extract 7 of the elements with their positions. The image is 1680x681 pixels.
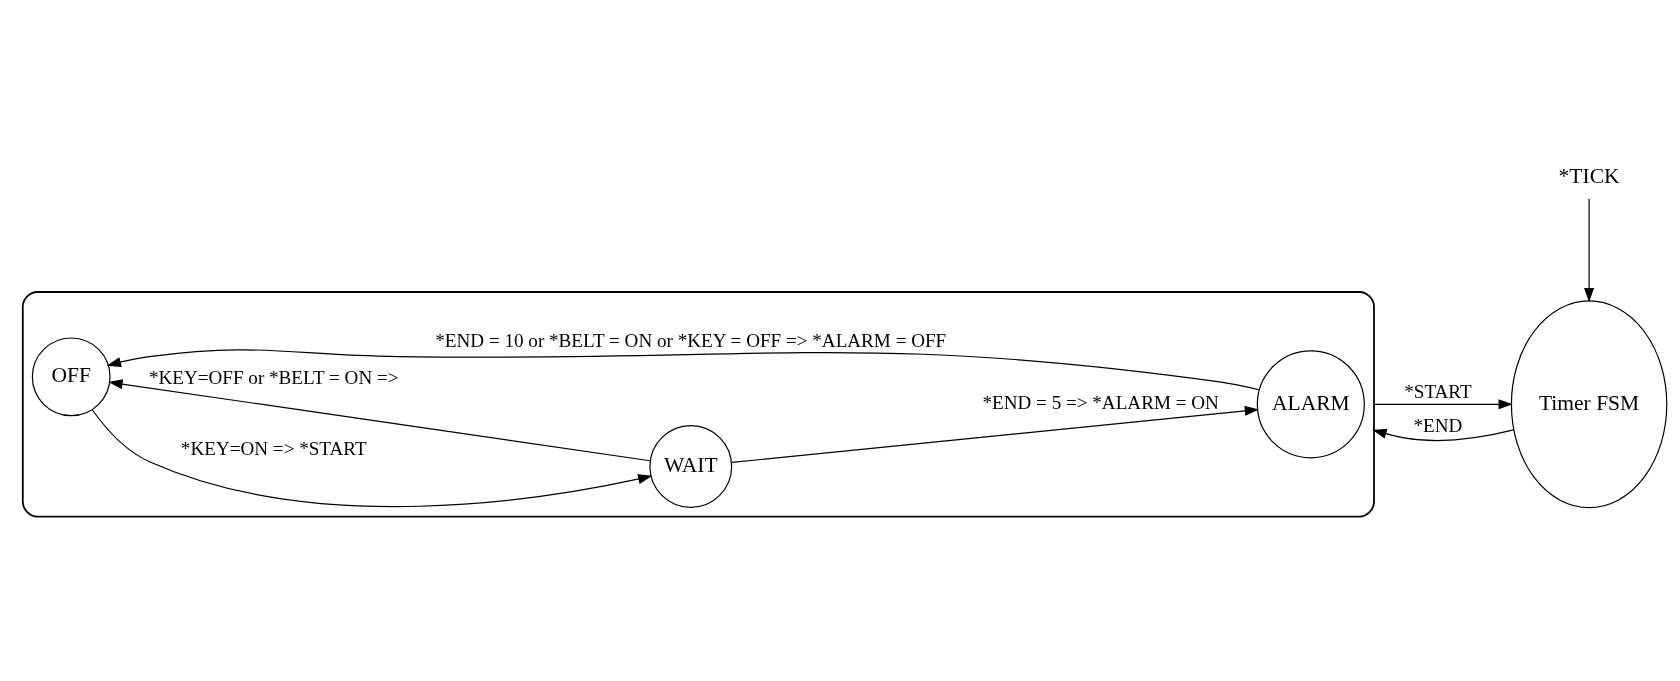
edge-label: *START	[1404, 380, 1472, 402]
edge-label: *END = 5 => *ALARM = ON	[982, 391, 1219, 413]
edge-label: *END	[1413, 414, 1463, 436]
edge-label: *KEY=ON => *START	[180, 437, 367, 459]
edge-label: *END = 10 or *BELT = ON or *KEY = OFF => *ALARM = OFF	[435, 329, 947, 351]
node-text: *TICK	[1558, 163, 1620, 188]
edge-label: *KEY=OFF or *BELT = ON =>	[148, 366, 399, 388]
